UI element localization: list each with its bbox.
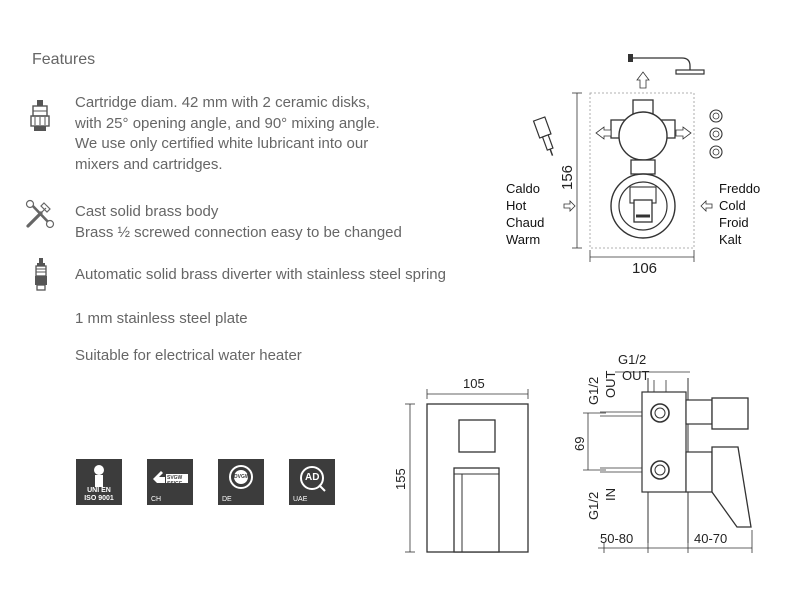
- feature-line: Cartridge diam. 42 mm with 2 ceramic dis…: [75, 94, 371, 111]
- cert-badge-svgw: SVGW SSIGE CH: [147, 459, 193, 505]
- cert-dvgw-label: DE: [222, 496, 232, 503]
- front-diverter-knob: [458, 419, 496, 453]
- cert-dvgw-text: DVGW: [234, 474, 250, 480]
- cold-label: Kalt: [719, 232, 742, 247]
- feature-cartridge: Cartridge diam. 42 mm with 2 ceramic dis…: [75, 93, 380, 175]
- feature-steel-plate: 1 mm stainless steel plate: [75, 309, 248, 330]
- feature-line: 1 mm stainless steel plate: [75, 310, 248, 327]
- side-top-label: G1/2: [618, 352, 647, 367]
- cold-labels: Freddo Cold Froid Kalt: [719, 180, 760, 248]
- cold-arrow: [700, 200, 713, 212]
- side-center-label: 69: [572, 436, 587, 451]
- cert-badge-uae: AD UAE: [289, 459, 335, 505]
- hot-labels: Caldo Hot Chaud Warm: [506, 180, 544, 248]
- feature-line: Cast solid brass body: [75, 203, 219, 220]
- feature-water-heater: Suitable for electrical water heater: [75, 346, 302, 367]
- right-arrow: [675, 126, 692, 140]
- top-height-label: 156: [559, 164, 576, 190]
- cold-label: Freddo: [719, 181, 761, 196]
- up-arrow: [636, 71, 650, 89]
- hot-label: Caldo: [506, 181, 540, 196]
- diverter-icon: [34, 258, 48, 292]
- hot-label: Warm: [506, 232, 541, 247]
- hand-shower: [532, 116, 554, 156]
- hot-label: Hot: [506, 198, 527, 213]
- features-heading: Features: [32, 51, 96, 68]
- body-jets: [709, 109, 723, 159]
- side-left-top-label-out: OUT: [603, 370, 618, 398]
- side-depth-right-label: 40-70: [694, 531, 728, 546]
- shower-arm: [629, 57, 691, 70]
- front-height-label: 155: [393, 468, 408, 490]
- side-lever: [711, 446, 752, 528]
- cert-svgw-label: CH: [151, 496, 162, 503]
- top-valve-circle: [618, 111, 668, 161]
- side-left-top-label: G1/2: [586, 376, 601, 405]
- tools-icon: [25, 199, 55, 229]
- side-left-bottom-label-in: IN: [603, 488, 618, 501]
- front-lever: [453, 467, 500, 553]
- cold-label: Cold: [719, 198, 746, 213]
- feature-line: Automatic solid brass diverter with stai…: [75, 266, 446, 283]
- front-width-label: 105: [463, 376, 485, 391]
- side-diverter-knob: [711, 397, 749, 430]
- feature-line: with 25° opening angle, and 90° mixing a…: [75, 114, 380, 132]
- cartridge-icon: [30, 100, 50, 134]
- cert-svgw-text: SVGW SSIGE: [167, 475, 183, 487]
- feature-line: mixers and cartridges.: [75, 155, 223, 173]
- cert-badge-dvgw: DVGW DE: [218, 459, 264, 505]
- shower-head: [675, 69, 705, 75]
- hot-arrow: [563, 200, 576, 212]
- feature-line: Brass ½ screwed connection easy to be ch…: [75, 223, 402, 241]
- feature-line: Suitable for electrical water heater: [75, 347, 302, 364]
- feature-diverter: Automatic solid brass diverter with stai…: [75, 265, 446, 286]
- hot-label: Chaud: [506, 215, 545, 230]
- cert-uae-text: AD: [305, 472, 320, 483]
- top-dashed-outline: [589, 92, 695, 249]
- feature-line: We use only certified white lubricant in…: [75, 135, 369, 152]
- cert-uae-label: UAE: [293, 496, 308, 503]
- side-depth-left-label: 50-80: [600, 531, 634, 546]
- top-width-label: 106: [632, 260, 658, 277]
- left-arrow: [595, 126, 612, 140]
- side-left-bottom-label: G1/2: [586, 491, 601, 520]
- side-top-label-out: OUT: [622, 368, 650, 383]
- feature-brass-body: Cast solid brass body Brass ½ screwed co…: [75, 202, 402, 243]
- cold-label: Froid: [719, 215, 749, 230]
